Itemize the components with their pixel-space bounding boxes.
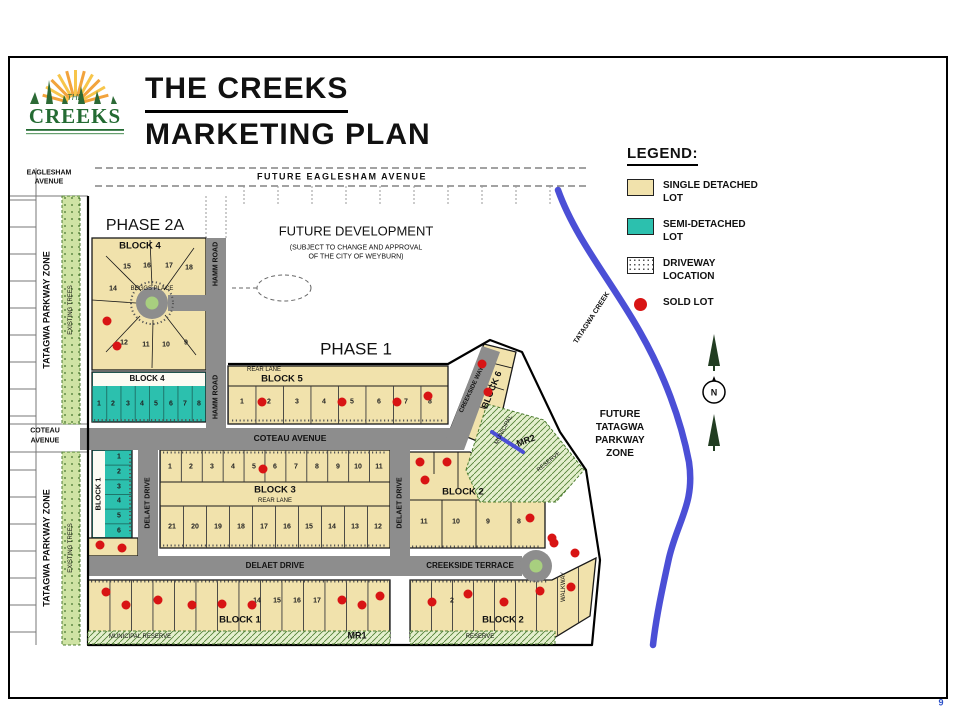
future-development-sub-label-2: OF THE CITY OF WEYBURN) (308, 253, 404, 261)
legend-title: LEGEND: (627, 145, 698, 166)
eaglesham-avenue-label-line2: AVENUE (34, 178, 64, 186)
rear-lane-label-block3: REAR LANE (257, 498, 293, 504)
eaglesham-avenue-label-line1: EAGLESHAM (26, 169, 72, 177)
municipal-reserve-label: MUNICIPAL RESERVE (108, 634, 172, 640)
legend-item-label: SEMI-DETACHED LOT (663, 219, 746, 243)
future-road-outline (232, 274, 312, 302)
legend-item-label: SINGLE DETACHED LOT (663, 180, 758, 204)
logo-the-text: THE (67, 93, 84, 102)
page-subtitle: MARKETING PLAN (145, 118, 431, 151)
parkway-strips (61, 195, 81, 646)
coteau-avenue-side-label-line2: AVENUE (30, 437, 60, 445)
block-5-label: BLOCK 5 (261, 373, 303, 385)
block-2-mid-label: BLOCK 2 (442, 486, 484, 498)
tatagwa-creek-line (490, 186, 694, 649)
north-compass (702, 334, 726, 451)
block-4-label-phase2a: BLOCK 4 (119, 240, 161, 252)
rear-lane-label-block5: REAR LANE (246, 367, 282, 373)
legend-item-label: SOLD LOT (663, 297, 714, 308)
delaet-drive-label-west: DELAET DRIVE (144, 477, 152, 529)
hamm-road-label-north: HAMM ROAD (212, 241, 220, 287)
beggs-place-label: BEGGS PLACE (130, 286, 174, 292)
creekside-terrace-label: CREEKSIDE TERRACE (426, 561, 514, 570)
legend-item-label: DRIVEWAY LOCATION (663, 258, 716, 282)
tree-icon (708, 414, 720, 446)
legend-item-semi-detached: SEMI-DETACHED LOT (627, 218, 782, 244)
future-development-label: FUTURE DEVELOPMENT (278, 223, 434, 239)
driveway-location-swatch-icon (627, 257, 654, 274)
future-eaglesham-avenue-label: FUTURE EAGLESHAM AVENUE (256, 171, 428, 182)
tatagwa-parkway-zone-label-south: TATAGWA PARKWAY ZONE (41, 489, 52, 607)
block-2-bottom-label: BLOCK 2 (482, 614, 524, 626)
single-detached-lot-swatch-icon (627, 179, 654, 196)
block-4-semi-label: BLOCK 4 (129, 374, 165, 383)
corner-mark: 9 (938, 697, 944, 708)
delaet-drive-label-east: DELAET DRIVE (396, 477, 404, 529)
municipal-reserves (87, 403, 585, 645)
tatagwa-parkway-zone-label-north: TATAGWA PARKWAY ZONE (41, 251, 52, 369)
north-label: N (710, 387, 718, 398)
driveway-markings (91, 281, 548, 583)
coteau-avenue-road-label: COTEAU AVENUE (253, 432, 327, 443)
hamm-road-label-south: HAMM ROAD (212, 374, 220, 420)
future-zone-label-line1: FUTURE (599, 409, 641, 420)
creeks-logo-art: THE CREEKS (26, 70, 124, 135)
coteau-avenue-side-label-line1: COTEAU (30, 427, 60, 435)
delaet-drive-label-south: DELAET DRIVE (245, 561, 305, 570)
future-eaglesham-road (95, 167, 590, 238)
lot-blocks (87, 237, 597, 639)
roads (80, 238, 552, 582)
phase-1-label: PHASE 1 (320, 339, 392, 359)
legend-item-driveway: DRIVEWAY LOCATION (627, 257, 782, 283)
legend-item-single-detached: SINGLE DETACHED LOT (627, 179, 782, 205)
creekside-cul-de-sac-island (529, 559, 543, 573)
future-zone-label-line3: PARKWAY (595, 435, 645, 446)
block-1-bottom-label: BLOCK 1 (219, 614, 261, 626)
sold-lot-dot-icon (634, 298, 647, 311)
existing-street-grid (10, 168, 88, 645)
phase-2a-label: PHASE 2A (105, 217, 185, 234)
future-zone-label-line4: ZONE (606, 448, 634, 459)
page-title: THE CREEKS (145, 72, 349, 113)
block-1-semi-label: BLOCK 1 (93, 477, 103, 511)
semi-detached-lot-swatch-icon (627, 218, 654, 235)
legend-item-sold: SOLD LOT (627, 296, 782, 313)
legend: LEGEND: SINGLE DETACHED LOT SEMI-DETACHE… (627, 145, 782, 326)
existing-trees-label-south: EXISTING TREES (68, 523, 74, 573)
beggs-place-island (145, 296, 159, 310)
walkway-label: WALKWAY (561, 572, 567, 602)
tree-icon (708, 334, 720, 366)
header: THE CREEKS MARKETING PLAN (145, 72, 431, 152)
plat-boundary (86, 196, 602, 647)
block-3-label: BLOCK 3 (254, 484, 296, 496)
existing-trees-label-north: EXISTING TREES (68, 285, 74, 335)
skyline-silhouette-icon (30, 80, 117, 104)
mr1-label: MR1 (347, 630, 367, 641)
future-zone-label-line2: TATAGWA (595, 422, 645, 433)
logo-name-text: CREEKS (29, 104, 121, 128)
future-development-sub-label-1: (SUBJECT TO CHANGE AND APPROVAL (289, 244, 423, 252)
reserve-label-bottom: RESERVE (465, 634, 495, 640)
creeks-logo: THE CREEKS (18, 60, 132, 142)
